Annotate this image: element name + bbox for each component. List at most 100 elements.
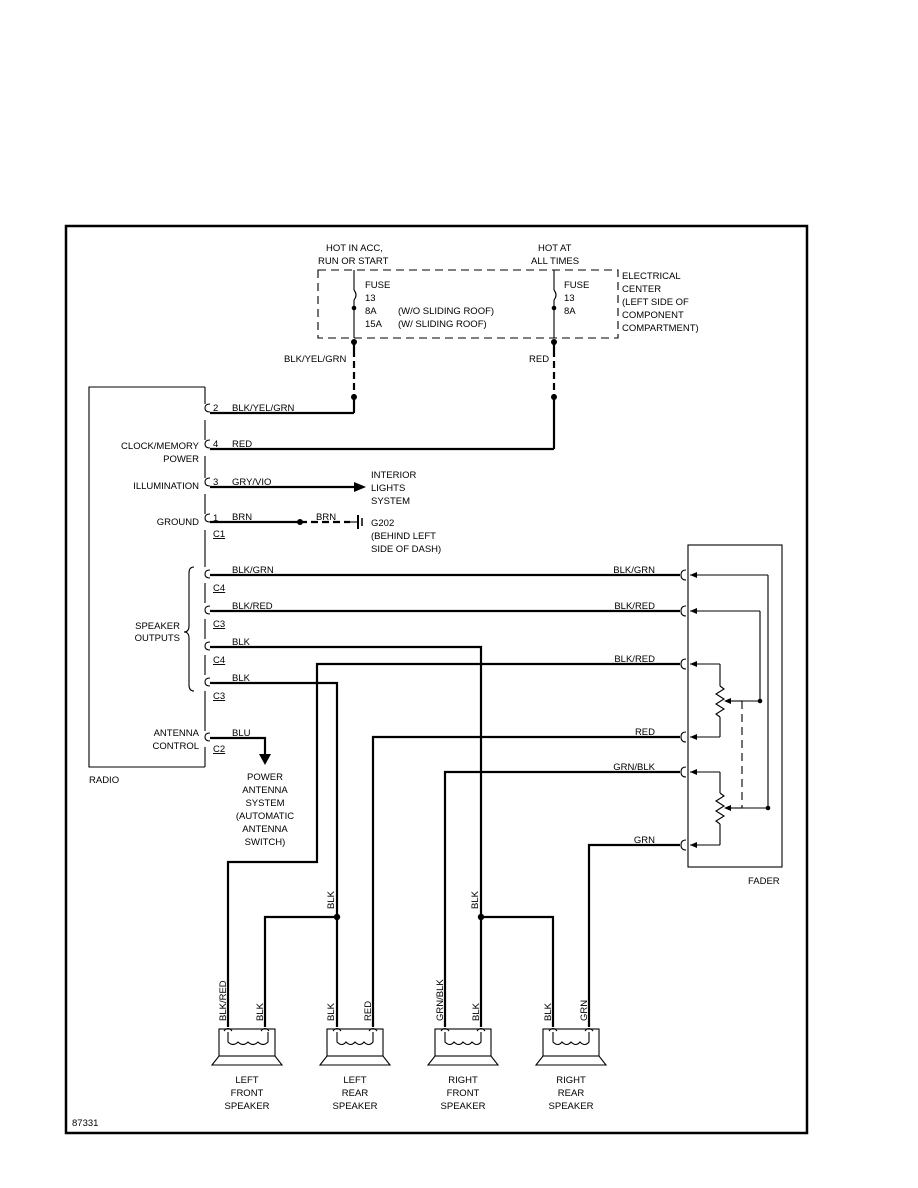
- rr-wire-2: GRN: [579, 1000, 590, 1021]
- pin-2: 2: [213, 403, 218, 414]
- speaker-left-rear: BLK RED LEFT REAR SPEAKER: [318, 1001, 392, 1112]
- rr-speaker-cone: [534, 1055, 608, 1066]
- speaker-out-2-connector: C3: [213, 619, 225, 630]
- fuse-a-text-3: 8A: [365, 306, 377, 317]
- clock-label-1: CLOCK/MEMORY: [121, 441, 200, 452]
- fader-output-wires: [226, 662, 680, 1027]
- fuse-a-text-1: FUSE: [365, 280, 390, 291]
- fader-pot-upper: [714, 685, 726, 718]
- interior-lights-label-3: SYSTEM: [371, 496, 410, 507]
- ground-desc-2: SIDE OF DASH): [371, 544, 441, 555]
- speaker-outputs-label-2: OUTPUTS: [135, 633, 180, 644]
- radio: RADIO CLOCK/MEMORY POWER ILLUMINATION GR…: [88, 386, 206, 786]
- center-label-3: (LEFT SIDE OF: [622, 297, 689, 308]
- antenna-label-5: ANTENNA: [242, 824, 288, 835]
- fader-box: [687, 544, 783, 868]
- antenna-arrow: [259, 754, 271, 765]
- speaker-out-3-wire: BLK: [232, 637, 251, 648]
- rr-speaker-coil: [552, 1032, 590, 1046]
- fader-wire-2: BLK/RED: [614, 601, 655, 612]
- speaker-outputs-label-1: SPEAKER: [135, 621, 180, 632]
- supply-wires: BLK/YEL/GRN RED: [284, 339, 557, 449]
- electrical-center: HOT IN ACC, RUN OR START HOT AT ALL TIME…: [317, 243, 699, 339]
- illum-label: ILLUMINATION: [133, 481, 199, 492]
- speaker-right-rear: BLK GRN RIGHT REAR SPEAKER: [534, 1000, 608, 1112]
- antenna-connector: C2: [213, 744, 225, 755]
- fuse-a-text-4: 15A: [365, 319, 383, 330]
- rf-wire-1: GRN/BLK: [435, 979, 446, 1021]
- wire-b-label: RED: [529, 354, 549, 365]
- lf-speaker-coil: [227, 1032, 269, 1046]
- fuse-b-text-3: 8A: [564, 306, 576, 317]
- lr-feed-label: BLK: [326, 890, 337, 909]
- speaker-left-front: BLK/RED BLK LEFT FRONT SPEAKER: [210, 980, 284, 1112]
- pin-1: 1: [213, 513, 218, 524]
- ground-id: G202: [371, 518, 394, 529]
- interior-lights-label-1: INTERIOR: [371, 470, 417, 481]
- hot-acc-label-1: HOT IN ACC,: [326, 243, 383, 254]
- rf-speaker-coil: [444, 1032, 482, 1046]
- pin-3-wire: GRY/VIO: [232, 477, 271, 488]
- rf-feed-label: BLK: [470, 890, 481, 909]
- lr-label-3: SPEAKER: [333, 1101, 378, 1112]
- antenna-label-6: SWITCH): [245, 837, 286, 848]
- pin-2-wire: BLK/YEL/GRN: [232, 403, 294, 414]
- figure-id: 87331: [72, 1118, 98, 1129]
- antenna-label-1: POWER: [247, 772, 283, 783]
- lr-wire-2: RED: [363, 1001, 374, 1021]
- power-antenna: POWER ANTENNA SYSTEM (AUTOMATIC ANTENNA …: [236, 772, 294, 848]
- fuse-b-text-2: 13: [564, 293, 575, 304]
- fader-wire-4: RED: [635, 727, 655, 738]
- fader-label: FADER: [748, 876, 780, 887]
- lf-wire-2: BLK: [255, 1002, 266, 1021]
- antenna-label-4: (AUTOMATIC: [236, 811, 294, 822]
- fader-wire-3: BLK/RED: [614, 654, 655, 665]
- rr-label-3: SPEAKER: [549, 1101, 594, 1112]
- fuse-b-symbol: [553, 289, 557, 301]
- speaker-out-1-connector: C4: [213, 583, 225, 594]
- speaker-out-1-wire: BLK/GRN: [232, 565, 274, 576]
- ground-wire: BRN: [316, 512, 336, 523]
- rf-wire-2: BLK: [471, 1002, 482, 1021]
- pin-1-wire: BRN: [232, 512, 252, 523]
- fader: FADER BLK/GRN BLK/RED BLK/RED RED GRN/BL…: [613, 544, 783, 887]
- speaker-out-4-connector: C3: [213, 691, 225, 702]
- speaker-feeds: BLK BLK: [263, 890, 555, 1027]
- ground-label: GROUND: [157, 517, 199, 528]
- interior-lights: INTERIOR LIGHTS SYSTEM: [371, 470, 417, 507]
- clock-label-2: POWER: [163, 454, 199, 465]
- fuse-a-text-2: 13: [365, 293, 376, 304]
- lr-speaker-coil: [336, 1032, 374, 1046]
- center-label-4: COMPONENT: [622, 310, 684, 321]
- lf-label-3: SPEAKER: [225, 1101, 270, 1112]
- lf-label-1: LEFT: [235, 1075, 258, 1086]
- hot-always-label-1: HOT AT: [538, 243, 572, 254]
- lf-label-2: FRONT: [231, 1088, 264, 1099]
- interior-lights-label-2: LIGHTS: [371, 483, 405, 494]
- rf-label-3: SPEAKER: [441, 1101, 486, 1112]
- lf-speaker-cone: [210, 1055, 284, 1066]
- antenna-control-label-1: ANTENNA: [154, 728, 200, 739]
- antenna-label-3: SYSTEM: [245, 798, 284, 809]
- antenna-control-label-2: CONTROL: [153, 741, 199, 752]
- ground-desc-1: (BEHIND LEFT: [371, 531, 436, 542]
- hot-always-label-2: ALL TIMES: [531, 256, 579, 267]
- fuse-a-note-1: (W/O SLIDING ROOF): [398, 306, 494, 317]
- pin-4: 4: [213, 439, 218, 450]
- speaker-out-4-wire: BLK: [232, 673, 251, 684]
- lr-speaker-cone: [318, 1055, 392, 1066]
- antenna-label-2: ANTENNA: [242, 785, 288, 796]
- fuse-a-note-2: (W/ SLIDING ROOF): [398, 319, 487, 330]
- radio-label: RADIO: [89, 775, 119, 786]
- rr-label-2: REAR: [558, 1088, 585, 1099]
- rr-label-1: RIGHT: [556, 1075, 586, 1086]
- fader-pot-lower: [714, 792, 726, 825]
- lr-wire-1: BLK: [326, 1002, 337, 1021]
- lr-label-1: LEFT: [343, 1075, 366, 1086]
- rf-label-2: FRONT: [447, 1088, 480, 1099]
- electrical-center-box: [317, 269, 619, 339]
- antenna-wire: BLU: [232, 728, 251, 739]
- rf-label-1: RIGHT: [448, 1075, 478, 1086]
- ground-g202: BRN G202 (BEHIND LEFT SIDE OF DASH): [297, 512, 441, 555]
